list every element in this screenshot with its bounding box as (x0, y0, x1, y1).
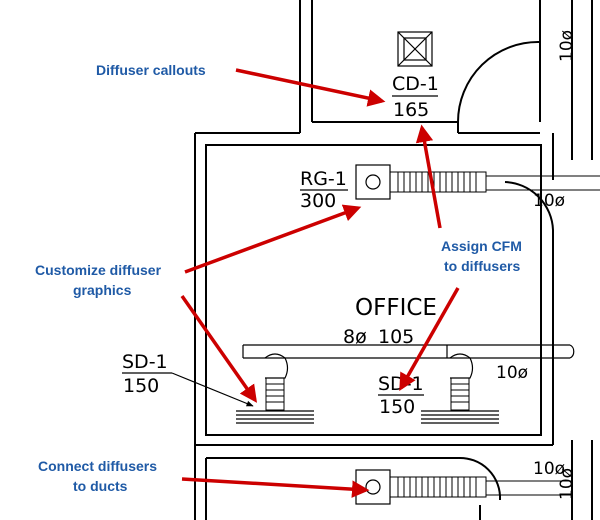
sd1-right-tag[interactable]: SD-1 150 (378, 373, 424, 418)
walls (194, 0, 593, 520)
arrow-to-cd1-callout (235, 68, 386, 107)
svg-text:OFFICE: OFFICE (355, 295, 437, 321)
annotation-assign-cfm-line2: to diffusers (444, 258, 520, 274)
svg-text:RG-1: RG-1 (300, 168, 347, 190)
svg-text:105: 105 (378, 326, 414, 348)
supply-trunk-duct[interactable] (242, 344, 575, 379)
arrow-customize-to-sd1 (180, 294, 258, 403)
annotation-connect-line2: to ducts (73, 478, 128, 494)
rg1-tag[interactable]: RG-1 300 (300, 168, 348, 212)
cd1-tag[interactable]: CD-1 165 (392, 73, 439, 121)
annotation-assign-cfm-line1: Assign CFM (441, 238, 522, 254)
sd1-left-slot-diffuser[interactable] (236, 410, 314, 424)
svg-text:150: 150 (379, 396, 415, 418)
supply-duct-size-label: 10ø (496, 363, 528, 383)
sd1-right-flex-drop[interactable] (450, 377, 470, 411)
annotation-customize-line1: Customize diffuser (35, 262, 162, 278)
bottom-diffuser-symbol[interactable] (355, 469, 391, 505)
arrow-customize-to-rg1 (184, 204, 362, 274)
room-label[interactable]: OFFICE 8ø 105 (343, 295, 437, 348)
arrow-connect-to-diffuser (181, 477, 370, 498)
arrow-cfm-to-cd1 (415, 124, 442, 229)
bottom-right-duct-size-label: 10ø (557, 468, 577, 500)
annotation-connect-line1: Connect diffusers (38, 458, 157, 474)
svg-text:150: 150 (123, 375, 159, 397)
svg-text:SD-1: SD-1 (378, 373, 424, 395)
rg1-grille-symbol[interactable] (355, 164, 391, 200)
sd1-right-slot-diffuser[interactable] (421, 410, 499, 424)
sd1-left-flex-drop[interactable] (265, 377, 285, 411)
sd1-left-tag[interactable]: SD-1 150 (122, 351, 254, 407)
red-arrows (180, 68, 460, 498)
svg-text:8ø: 8ø (343, 326, 367, 348)
svg-text:CD-1: CD-1 (392, 73, 439, 95)
annotation-diffuser-callouts: Diffuser callouts (96, 62, 206, 78)
svg-text:165: 165 (393, 99, 429, 121)
bottom-duct-size-label: 10ø (533, 459, 565, 479)
annotation-customize-line2: graphics (73, 282, 132, 298)
bottom-flex-duct[interactable] (389, 476, 572, 498)
svg-text:300: 300 (300, 190, 336, 212)
rg-duct-size-label: 10ø (533, 191, 565, 211)
rg1-flex-duct[interactable] (389, 171, 600, 193)
svg-text:SD-1: SD-1 (122, 351, 168, 373)
top-right-duct-size-label: 10ø (557, 30, 577, 62)
cd1-diffuser-symbol[interactable] (397, 31, 433, 67)
arrow-cfm-to-sd1 (399, 287, 460, 392)
